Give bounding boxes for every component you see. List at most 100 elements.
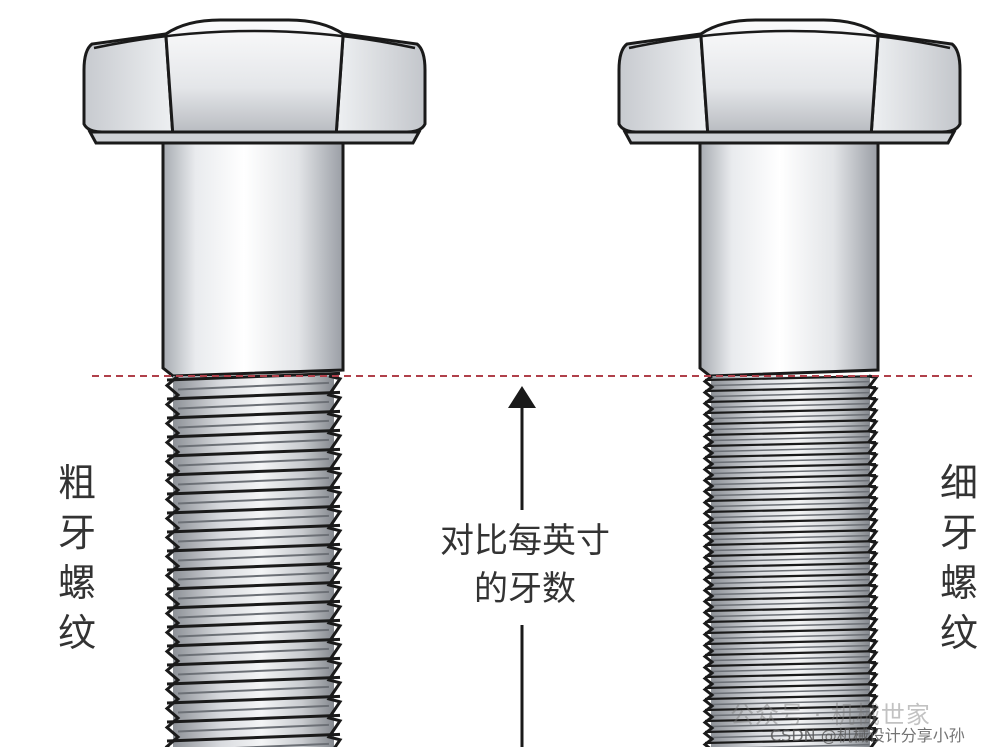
thread-crest xyxy=(166,599,341,610)
thread-crest xyxy=(704,705,877,712)
thread-crest xyxy=(704,463,877,470)
thread-crest xyxy=(704,672,877,679)
thread-root xyxy=(711,644,870,651)
bolt-thread-core xyxy=(173,376,334,747)
bolt-head-chamfer xyxy=(628,29,951,50)
fine-char-2: 牙 xyxy=(939,511,978,555)
thread-root xyxy=(234,742,330,747)
thread-root xyxy=(711,468,870,475)
fine-thread-label: 细 牙 螺 纹 xyxy=(934,458,984,658)
watermark-top: 公众号 · 机械世家 xyxy=(730,701,931,729)
thread-crest xyxy=(704,551,877,558)
caption-line-2: 的牙数 xyxy=(474,569,576,609)
comparison-caption: 对比每英寸 的牙数 xyxy=(405,517,645,613)
thread-crest xyxy=(704,485,877,492)
bolt-head-right-facet xyxy=(869,32,962,134)
thread-crest xyxy=(704,661,877,668)
bolt-head-left-facet xyxy=(82,32,175,134)
thread-root xyxy=(711,611,870,618)
thread-root xyxy=(711,688,870,695)
thread-root xyxy=(177,723,330,733)
thread-crest xyxy=(166,466,341,477)
fine-thread-bolt xyxy=(617,18,962,747)
thread-crest xyxy=(704,595,877,602)
thread-root xyxy=(711,391,870,398)
bolt-shank xyxy=(161,141,345,378)
thread-root xyxy=(711,578,870,585)
thread-crest xyxy=(704,397,877,404)
thread-root xyxy=(711,633,870,640)
coarse-char-4: 纹 xyxy=(57,611,96,655)
thread-root xyxy=(177,609,330,619)
thread-left-profile xyxy=(164,374,181,747)
thread-crest xyxy=(704,639,877,646)
thread-crest xyxy=(704,584,877,591)
thread-root xyxy=(177,552,330,562)
thread-root xyxy=(711,402,870,409)
thread-root xyxy=(711,600,870,607)
thread-root xyxy=(177,419,330,429)
coarse-char-1: 粗 xyxy=(57,461,96,505)
thread-right-profile xyxy=(326,374,343,747)
thread-crest xyxy=(166,656,341,667)
thread-crest xyxy=(166,618,341,629)
thread-root xyxy=(711,534,870,541)
thread-root xyxy=(177,571,330,581)
thread-crest xyxy=(166,390,341,401)
coarse-char-3: 螺 xyxy=(57,561,96,605)
thread-root xyxy=(711,567,870,574)
thread-crest xyxy=(166,637,341,648)
thread-crest xyxy=(704,529,877,536)
thread-crest xyxy=(166,523,341,534)
bolt-head-left-facet xyxy=(617,32,710,134)
thread-crest xyxy=(166,694,341,705)
thread-root xyxy=(711,666,870,673)
thread-root xyxy=(177,514,330,524)
thread-right-profile xyxy=(866,374,879,747)
thread-crest xyxy=(704,507,877,514)
thread-crest xyxy=(704,628,877,635)
thread-crest xyxy=(704,474,877,481)
comparison-arrow xyxy=(508,386,536,747)
thread-crest xyxy=(166,580,341,591)
thread-crest xyxy=(704,419,877,426)
thread-root xyxy=(177,400,330,410)
bolt-head-front-face xyxy=(164,18,345,134)
thread-root xyxy=(177,438,330,448)
bolt-head-right-facet xyxy=(334,32,427,134)
thread-root xyxy=(177,628,330,638)
thread-crest xyxy=(704,375,877,382)
coarse-char-2: 牙 xyxy=(57,511,96,555)
thread-left-profile xyxy=(702,374,715,747)
thread-root xyxy=(711,622,870,629)
coarse-thread-label: 粗 牙 螺 纹 xyxy=(52,458,102,658)
thread-root xyxy=(711,413,870,420)
bolt-head-chamfer xyxy=(93,29,416,50)
thread-crest xyxy=(704,540,877,547)
thread-root xyxy=(711,490,870,497)
thread-crest xyxy=(166,504,341,515)
thread-crest xyxy=(704,727,877,734)
thread-crest xyxy=(704,573,877,580)
bolt-shank xyxy=(698,141,880,378)
thread-root xyxy=(711,380,870,387)
thread-crest xyxy=(704,694,877,701)
thread-crest xyxy=(704,606,877,613)
thread-crest xyxy=(166,409,341,420)
bolt-head-flange xyxy=(87,130,422,145)
thread-crest xyxy=(166,447,341,458)
thread-crest xyxy=(704,496,877,503)
thread-crest xyxy=(704,683,877,690)
thread-root xyxy=(177,647,330,657)
thread-root xyxy=(711,699,870,706)
thread-root xyxy=(177,381,330,391)
thread-root xyxy=(177,476,330,486)
thread-root xyxy=(711,677,870,684)
fine-char-3: 螺 xyxy=(939,561,978,605)
thread-crest xyxy=(166,675,341,686)
thread-crest xyxy=(704,738,877,745)
thread-root xyxy=(177,704,330,714)
thread-crest xyxy=(704,452,877,459)
thread-root xyxy=(711,721,870,728)
